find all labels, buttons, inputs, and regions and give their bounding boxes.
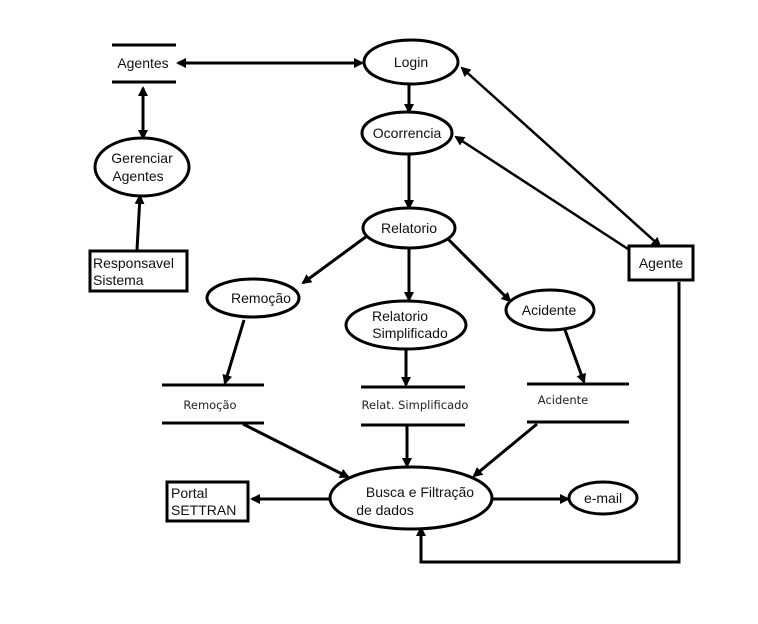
process-relsimp-line1: Relatorio: [372, 308, 428, 324]
process-busca-line1: Busca e Filtração: [366, 484, 474, 500]
store-relsimp-label: Relat. Simplificado: [362, 398, 469, 412]
flow-acidente-store: [563, 329, 586, 384]
process-relsimp-line2: Simplificado: [372, 325, 448, 341]
store-acidente-label: Acidente: [538, 393, 588, 407]
flow-responsavel-gerenciar: [134, 194, 145, 251]
flow-agente-busca: [416, 282, 681, 564]
flow-store-acidente-busca: [472, 422, 538, 478]
entity-portal-line1: Portal: [171, 485, 208, 501]
process-login-label: Login: [394, 54, 428, 70]
edges: [134, 58, 681, 564]
entity-portal-settran[interactable]: Portal SETTRAN: [165, 480, 250, 523]
flow-store-remocao-busca: [242, 422, 350, 479]
process-relatorio[interactable]: Relatorio: [361, 206, 457, 250]
entity-portal-line2: SETTRAN: [171, 502, 236, 518]
process-remocao-label: Remoção: [231, 290, 291, 306]
process-ocorrencia[interactable]: Ocorrencia: [360, 110, 454, 156]
process-busca-line2: de dados: [356, 502, 414, 518]
process-remocao[interactable]: Remoção: [205, 277, 301, 319]
flow-relatorio-remocao: [301, 234, 368, 285]
process-gerenciar-line2: Agentes: [112, 168, 163, 184]
process-email-label: e-mail: [584, 490, 622, 506]
process-email[interactable]: e-mail: [567, 480, 639, 516]
store-agentes-label: Agentes: [117, 55, 168, 71]
flow-relatorio-acidente: [445, 236, 512, 303]
process-acidente[interactable]: Acidente: [504, 288, 596, 332]
entity-agente[interactable]: Agente: [627, 244, 695, 282]
process-acidente-label: Acidente: [522, 302, 577, 318]
entity-responsavel-sistema[interactable]: Responsavel Sistema: [88, 249, 189, 293]
store-acidente[interactable]: Acidente: [527, 382, 629, 424]
entity-responsavel-line2: Sistema: [93, 272, 144, 288]
process-relatorio-label: Relatorio: [381, 220, 437, 236]
store-remocao-label: Remoção: [183, 398, 236, 412]
flow-agente-login: [460, 66, 662, 248]
process-busca-filtracao[interactable]: Busca e Filtração de dados: [328, 465, 494, 531]
process-ocorrencia-label: Ocorrencia: [373, 125, 442, 141]
process-relatorio-simplificado[interactable]: Relatorio Simplificado: [344, 299, 468, 351]
store-agentes[interactable]: Agentes: [112, 43, 176, 84]
entity-responsavel-line1: Responsavel: [93, 255, 174, 271]
store-remocao[interactable]: Remoção: [162, 383, 264, 425]
process-gerenciar-agentes[interactable]: Gerenciar Agentes: [93, 136, 191, 198]
process-login[interactable]: Login: [362, 38, 460, 86]
process-gerenciar-line1: Gerenciar: [111, 150, 173, 166]
store-relat-simplificado[interactable]: Relat. Simplificado: [361, 385, 469, 427]
entity-agente-label: Agente: [639, 255, 684, 271]
flow-remocao-store: [222, 319, 246, 385]
flow-agente-ocorrencia: [454, 135, 629, 251]
